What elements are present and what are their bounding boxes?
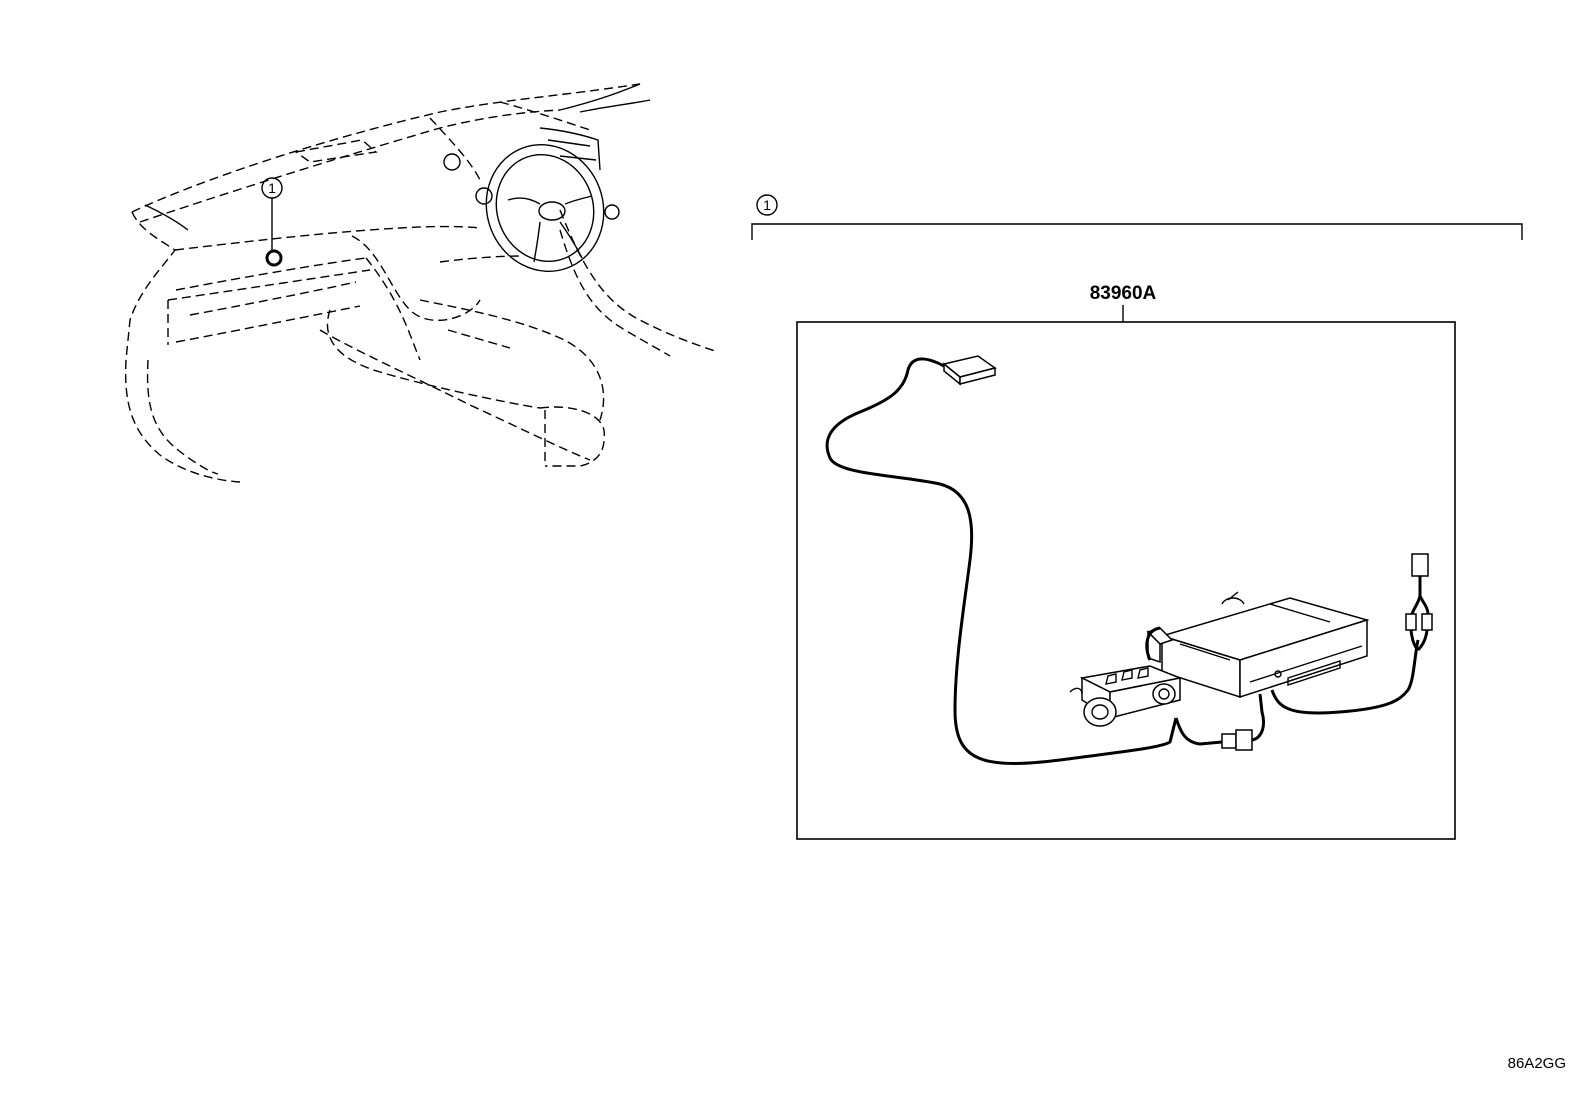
part-number-label: 83960A [1090,283,1157,304]
module-cable [1174,717,1223,746]
part-location-marker [265,249,283,267]
interface-module [1069,665,1183,727]
illustration-code: 86A2GG [1508,1055,1566,1072]
navigation-unit [1159,591,1370,699]
gps-antenna [942,355,997,386]
unit-cable-power [1270,639,1420,715]
harness-connector [1405,553,1433,652]
inline-connector [1221,729,1253,751]
antenna-cable [825,357,1178,765]
callout-ref-label: 1 [268,180,276,196]
parts-box [796,321,1456,840]
connector-bracket [1146,627,1174,664]
unit-cable-top [1145,626,1161,661]
group-bracket: 1 [751,194,1523,240]
dashboard-interior-illustration: 1 [124,83,719,483]
unit-cable-lower [1251,693,1266,742]
group-ref-label: 1 [763,197,771,213]
